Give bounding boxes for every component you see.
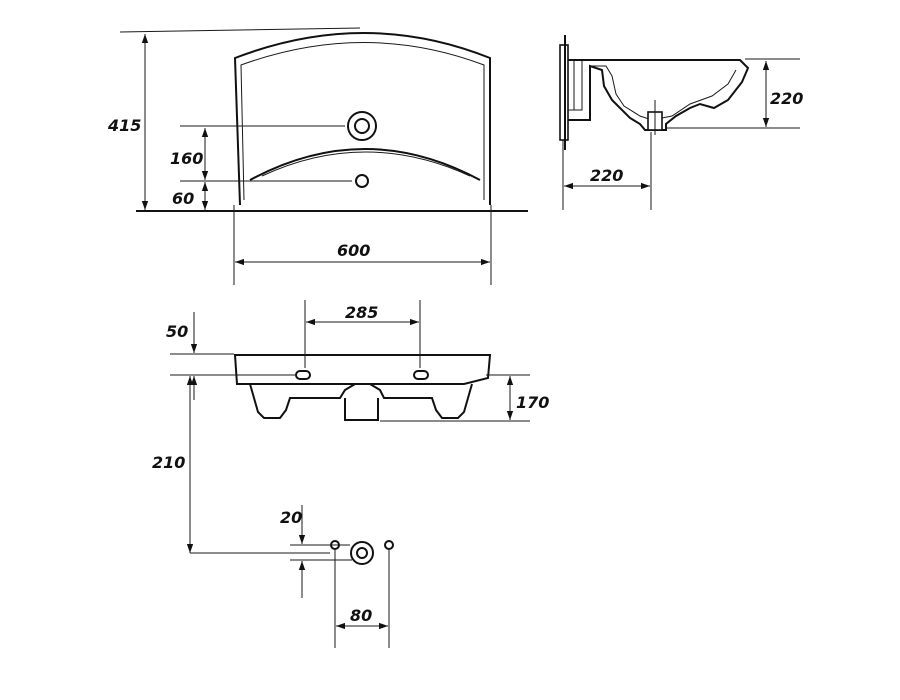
basin-side-inner [592, 65, 737, 121]
dim-label-side-height: 220 [770, 89, 803, 108]
dim-label-600: 600 [337, 241, 370, 260]
basin-underside [249, 383, 473, 419]
drain-outlet-inner [356, 547, 368, 559]
dim-label-160: 160 [170, 149, 203, 168]
side-view: 220 220 [559, 35, 803, 210]
dim-label-side-depth: 220 [590, 166, 623, 185]
basin-top-slab [233, 354, 492, 385]
drain-hole [355, 174, 369, 188]
dim-label-285: 285 [345, 303, 378, 322]
basin-outline [233, 32, 491, 206]
tap-hole [347, 111, 377, 141]
mount-slot-right [413, 370, 429, 380]
basin-side-profile [568, 59, 750, 131]
basin-inner-rim [240, 42, 485, 201]
dim-label-80: 80 [350, 606, 372, 625]
drain-outlet [350, 541, 374, 565]
tap-hole-inner [354, 118, 370, 134]
pipe-layout: 20 80 [190, 505, 394, 648]
mounting-bracket [568, 59, 583, 111]
bottom-view: 285 50 170 210 [152, 300, 549, 553]
water-inlet-right [384, 540, 394, 550]
dim-label-60: 60 [172, 189, 194, 208]
dim-label-20: 20 [280, 508, 302, 527]
drain-stub [344, 398, 379, 421]
bowl-front-curve-inner [261, 151, 471, 177]
mount-slot-left [295, 370, 311, 380]
dim-label-415: 415 [107, 116, 141, 135]
dim-label-50: 50 [166, 322, 188, 341]
front-view: 415 160 60 600 [107, 27, 528, 285]
dim-label-210: 210 [152, 453, 185, 472]
bowl-front-curve [249, 148, 481, 181]
dim-label-170: 170 [516, 393, 549, 412]
